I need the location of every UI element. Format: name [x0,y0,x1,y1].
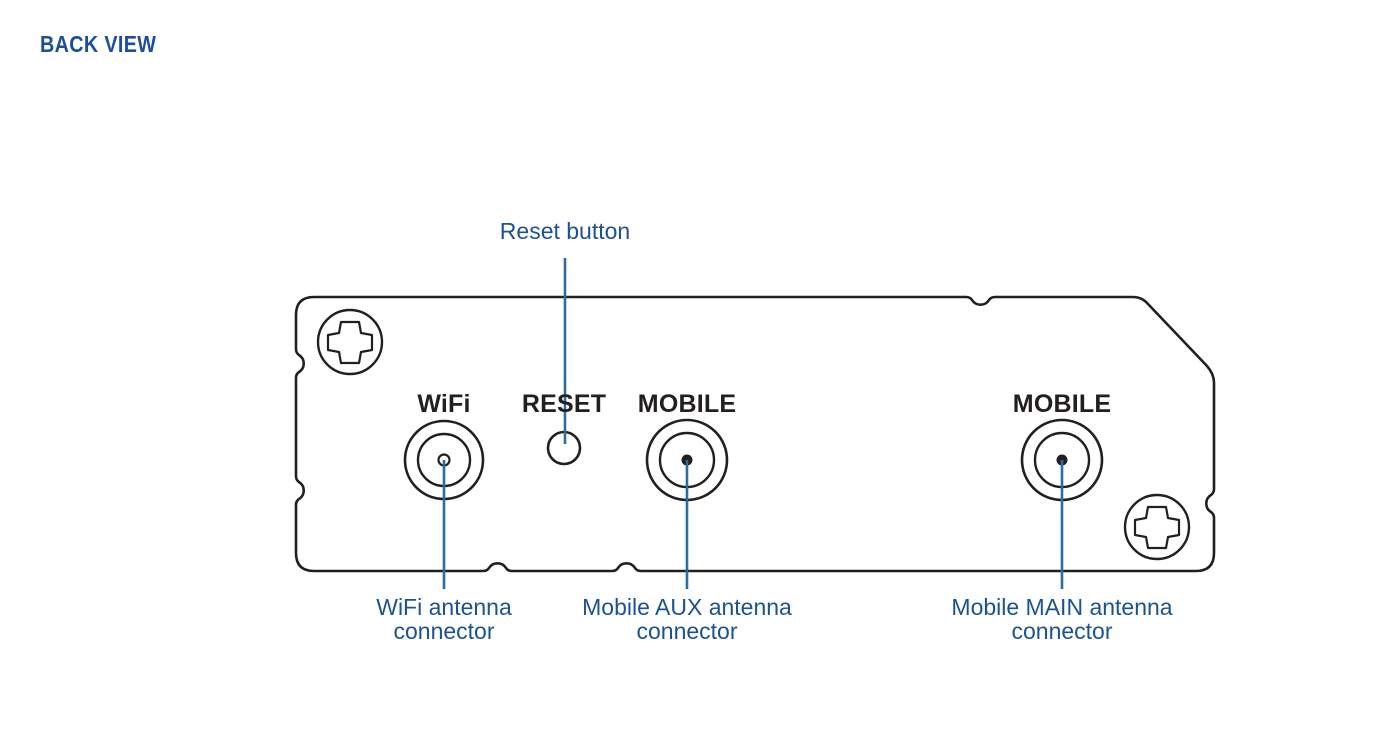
callout-wifi-antenna-connector: WiFi antenna connector [376,595,512,644]
callout-mobile-aux-line2: connector [636,618,738,645]
callout-mobile-main-antenna-connector: Mobile MAIN antenna connector [951,595,1172,644]
port-label-reset: RESET [521,390,607,418]
port-label-wifi: WiFi [417,390,471,418]
callout-wifi-line2: connector [393,618,495,645]
screw-bottom-right [1123,493,1191,561]
port-label-mobile-aux: MOBILE [637,390,737,418]
page-title: BACK VIEW [40,31,157,57]
callout-mobile-main-line1: Mobile MAIN antenna [951,594,1173,620]
callout-reset-button-line1: Reset button [499,218,631,244]
callout-mobile-aux-antenna-connector: Mobile AUX antenna connector [582,595,792,644]
callout-mobile-aux-line1: Mobile AUX antenna [582,594,792,620]
callout-leader-lines [442,258,1064,589]
callout-wifi-line1: WiFi antenna [376,594,512,620]
port-label-mobile-main: MOBILE [1012,390,1112,418]
screw-top-left [316,308,384,376]
callout-mobile-main-line2: connector [1011,618,1113,645]
callout-reset-button: Reset button [500,219,630,243]
device-body-outline [294,295,1216,573]
